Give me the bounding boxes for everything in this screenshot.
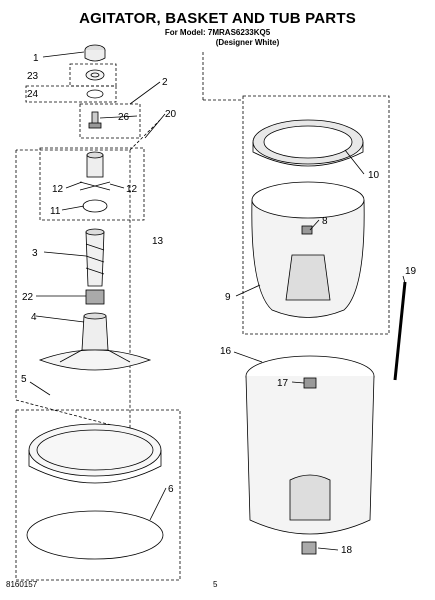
group-box-20 bbox=[15, 149, 131, 431]
callout-22: 22 bbox=[22, 292, 34, 303]
callout-12-left: 12 bbox=[52, 184, 64, 195]
balance-ring-part bbox=[252, 119, 364, 167]
model-line: For Model: 7MRAS6233KQ5 bbox=[164, 28, 271, 37]
cap-insert-part bbox=[85, 69, 105, 81]
group-box-26 bbox=[79, 103, 141, 139]
callout-20: 20 bbox=[165, 109, 177, 120]
callout-12-right: 12 bbox=[126, 184, 138, 195]
outer-tub-part bbox=[245, 355, 375, 535]
agitator-base-part bbox=[38, 312, 152, 371]
callout-26: 26 bbox=[118, 112, 130, 123]
tub-ring-part bbox=[28, 423, 162, 484]
agitator-cap-part bbox=[84, 44, 106, 62]
page-title: AGITATOR, BASKET AND TUB PARTS bbox=[79, 10, 356, 27]
callout-3: 3 bbox=[32, 248, 38, 259]
callout-10: 10 bbox=[368, 170, 380, 181]
tub-seal-part bbox=[26, 510, 164, 560]
page-number: 5 bbox=[213, 580, 218, 589]
model-info: For Model: 7MRAS6233KQ5 (Designer White) bbox=[0, 28, 435, 48]
variant-line: (Designer White) bbox=[215, 38, 280, 47]
group-box-9 bbox=[242, 95, 390, 335]
group-box-13 bbox=[39, 147, 145, 221]
coupler-part bbox=[85, 289, 105, 305]
callout-6: 6 bbox=[168, 484, 174, 495]
callout-18: 18 bbox=[341, 545, 353, 556]
group-box-24 bbox=[25, 85, 117, 103]
callout-19: 19 bbox=[405, 266, 417, 277]
callout-5: 5 bbox=[21, 374, 27, 385]
bolt-part bbox=[88, 111, 102, 129]
callout-4: 4 bbox=[31, 312, 37, 323]
callout-8: 8 bbox=[322, 216, 328, 227]
basket-part bbox=[251, 181, 365, 318]
callout-17: 17 bbox=[277, 378, 289, 389]
hose-part bbox=[393, 281, 407, 381]
auger-part bbox=[85, 228, 105, 287]
cam-ring-part bbox=[82, 199, 108, 213]
callout-11: 11 bbox=[50, 206, 61, 217]
callout-1: 1 bbox=[33, 53, 39, 64]
seal-ring-part bbox=[86, 89, 104, 99]
agitator-cam-part bbox=[79, 151, 111, 191]
callout-13: 13 bbox=[152, 236, 164, 247]
nut-part bbox=[301, 541, 317, 555]
callout-24: 24 bbox=[27, 89, 39, 100]
callout-9: 9 bbox=[225, 292, 231, 303]
callout-23: 23 bbox=[27, 71, 39, 82]
callout-2: 2 bbox=[162, 77, 168, 88]
doc-number: 8160157 bbox=[6, 580, 38, 589]
callout-16: 16 bbox=[220, 346, 232, 357]
